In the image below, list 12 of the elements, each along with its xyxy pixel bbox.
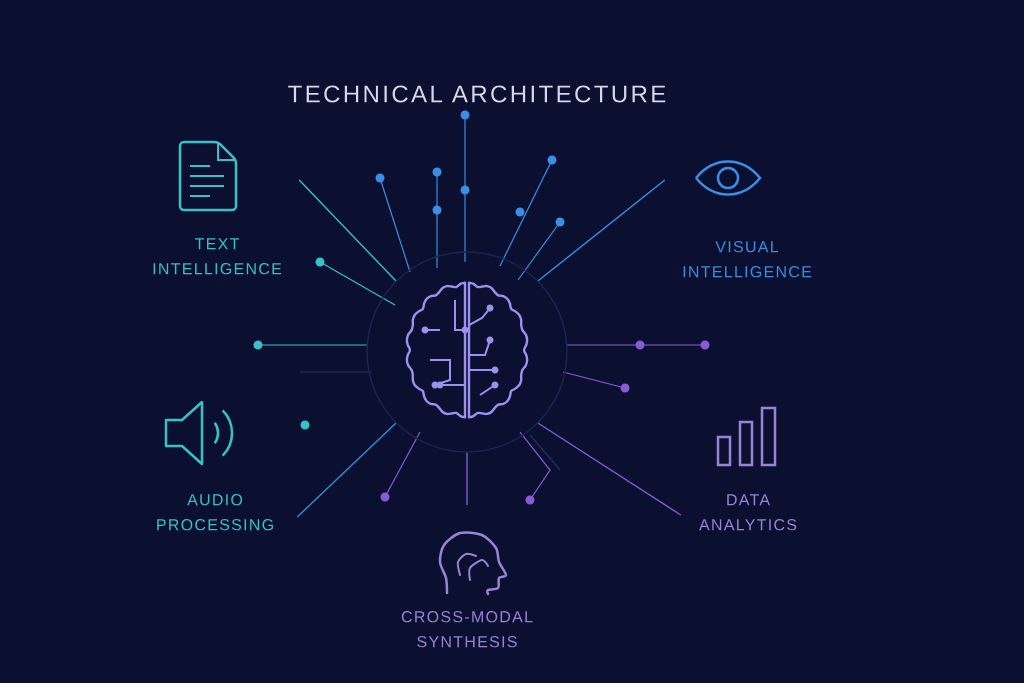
module-label: DATA ANALYTICS	[699, 494, 797, 531]
connector-line	[296, 422, 397, 518]
connector-line	[537, 422, 682, 516]
module-label: TEXT INTELLIGENCE	[153, 238, 282, 275]
connector-line	[298, 179, 397, 282]
module-label: VISUAL INTELLIGENCE	[683, 241, 812, 278]
module-label: CROSS-MODAL SYNTHESIS	[401, 611, 533, 648]
connector-line	[466, 452, 468, 506]
title: TECHNICAL ARCHITECTURE	[288, 85, 666, 103]
hub-ring	[366, 251, 568, 453]
connector-line	[537, 179, 666, 282]
module-label: AUDIO PROCESSING	[157, 494, 273, 531]
